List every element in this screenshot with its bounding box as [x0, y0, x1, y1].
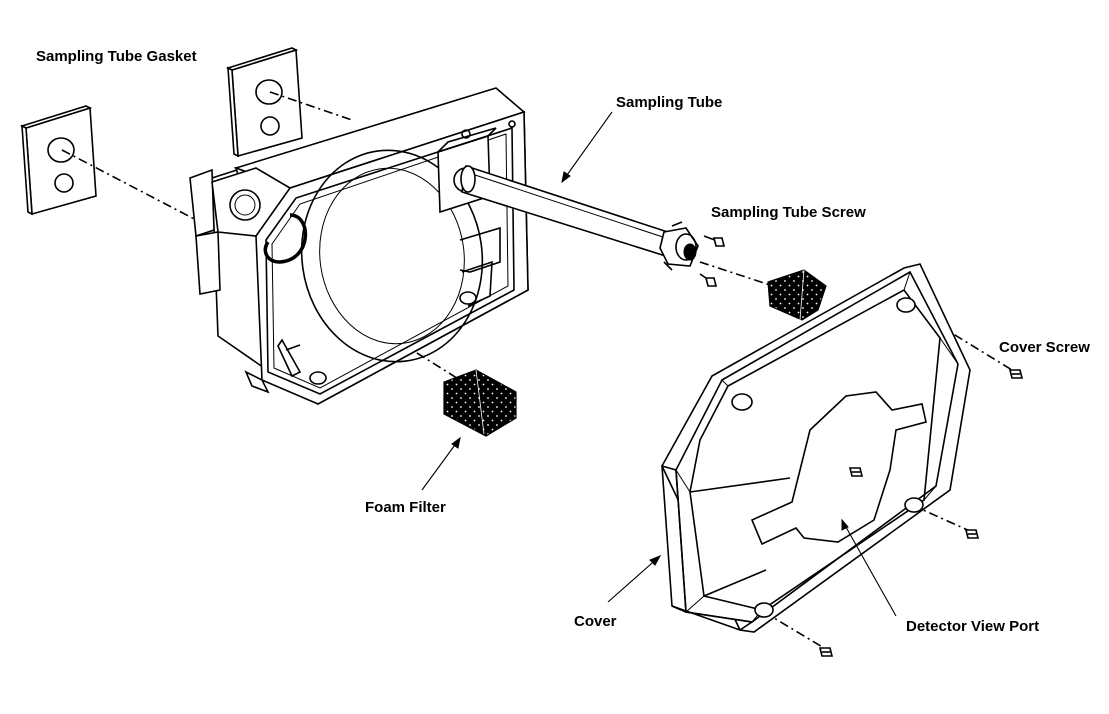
label-sampling-tube-gasket: Sampling Tube Gasket	[36, 48, 197, 65]
label-cover-screw: Cover Screw	[999, 339, 1090, 356]
label-sampling-tube: Sampling Tube	[616, 94, 723, 111]
sampling-tube	[460, 164, 699, 271]
sampling-tube-gasket-left	[19, 105, 97, 216]
foam-filter-large	[443, 369, 517, 437]
leader-arrows	[421, 111, 897, 617]
label-cover: Cover	[574, 613, 617, 630]
cover	[661, 263, 971, 633]
sampling-tube-screws	[699, 235, 726, 287]
sampling-tube-gasket-top	[225, 47, 303, 158]
cover-screws	[818, 369, 1024, 657]
label-sampling-tube-screw: Sampling Tube Screw	[711, 204, 866, 221]
detector-housing	[189, 87, 529, 405]
label-foam-filter: Foam Filter	[365, 499, 446, 516]
label-detector-view-port: Detector View Port	[906, 618, 1040, 635]
foam-filter-small	[767, 269, 827, 321]
